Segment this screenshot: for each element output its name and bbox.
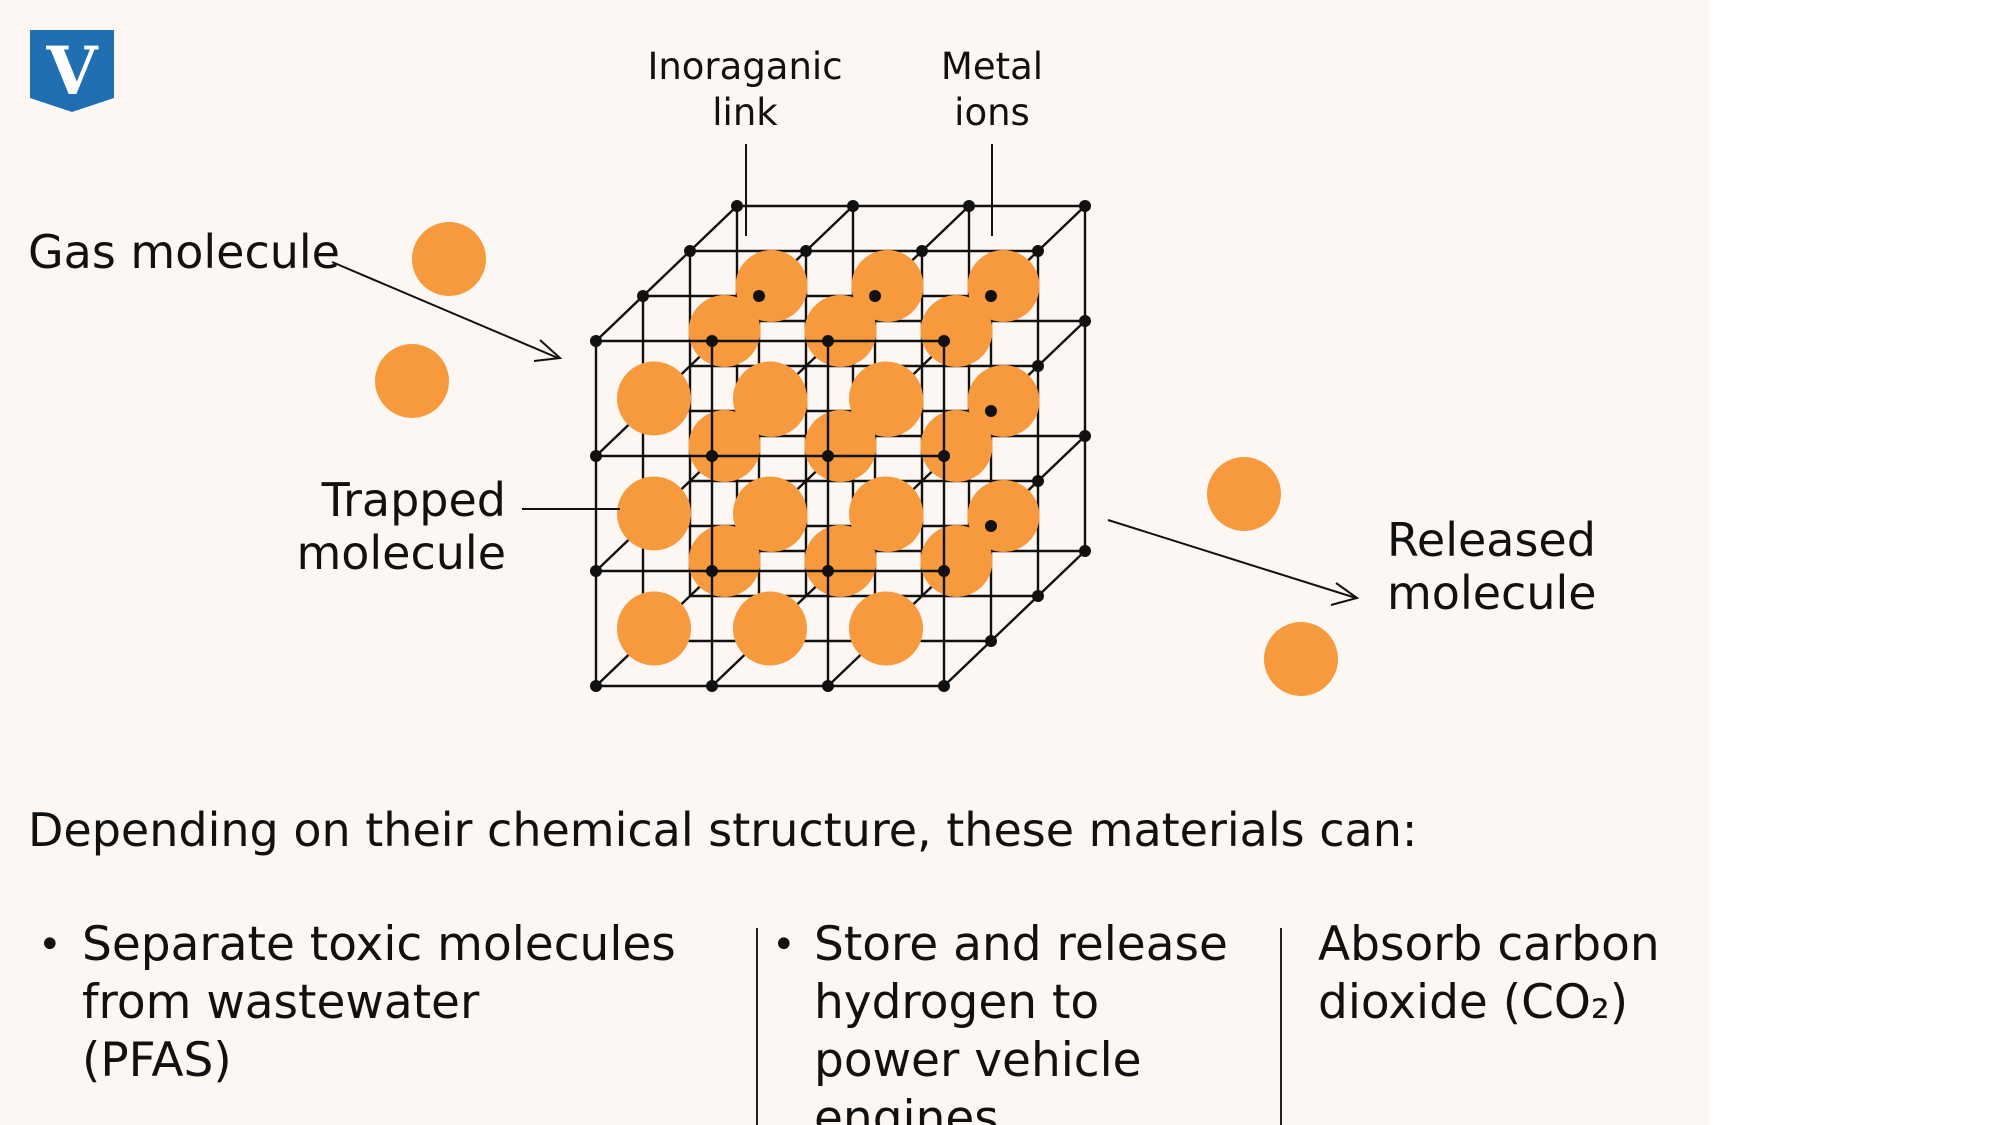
label-released-molecule: Released molecule — [1387, 513, 1597, 620]
metal-ion-node — [869, 290, 881, 302]
metal-ion-node — [590, 450, 602, 462]
released-molecule-arrow — [1107, 519, 1357, 599]
metal-ion-node — [1032, 590, 1044, 602]
trapped-molecule — [733, 361, 807, 436]
metal-ion-node — [985, 405, 997, 417]
metal-ion-node — [822, 335, 834, 347]
metal-ion-node — [963, 200, 975, 212]
label-gas-molecule: Gas molecule — [28, 225, 340, 279]
metal-ion-node — [590, 565, 602, 577]
lead-text: Depending on their chemical structure, t… — [28, 803, 1418, 857]
released-molecule-2 — [1264, 622, 1338, 696]
trapped-molecule — [735, 250, 808, 322]
metal-ion-node — [1079, 545, 1091, 557]
trapped-molecule — [733, 476, 807, 551]
metal-ion-node — [1032, 360, 1044, 372]
metal-ion-node — [684, 245, 696, 257]
metal-ion-node — [822, 450, 834, 462]
trapped-molecule — [733, 591, 807, 666]
trapped-molecule — [849, 591, 923, 666]
metal-ion-node — [1079, 315, 1091, 327]
mof-lattice-diagram — [331, 144, 1360, 696]
gas-molecule-1 — [412, 222, 486, 296]
metal-ion-node — [590, 680, 602, 692]
metal-ion-node — [985, 635, 997, 647]
use-2-text: Store and release hydrogen to power vehi… — [814, 917, 1228, 1125]
metal-ion-node — [637, 290, 649, 302]
trapped-molecule — [920, 295, 993, 367]
use-1-text: Separate toxic molecules from wastewater… — [82, 917, 676, 1088]
trapped-molecule — [688, 525, 761, 597]
metal-ion-node — [706, 450, 718, 462]
metal-ion-node — [916, 245, 928, 257]
metal-ion-node — [800, 245, 812, 257]
metal-ion-node — [1032, 475, 1044, 487]
trapped-molecule — [849, 476, 923, 551]
trapped-molecule — [920, 410, 993, 482]
label-trapped-molecule: Trapped molecule — [296, 473, 506, 580]
metal-ion-node — [706, 680, 718, 692]
gas-molecule-arrow — [331, 261, 559, 359]
trapped-molecule — [617, 476, 691, 551]
trapped-molecule — [967, 250, 1040, 322]
trapped-molecule — [617, 591, 691, 666]
metal-ion-node — [1079, 200, 1091, 212]
label-metal-ions: Metal ions — [940, 45, 1044, 134]
metal-ion-node — [985, 290, 997, 302]
lattice-link — [595, 205, 738, 342]
metal-ion-node — [822, 680, 834, 692]
metal-ion-node — [938, 680, 950, 692]
metal-ion-node — [753, 290, 765, 302]
gas-molecule-2 — [375, 344, 449, 418]
trapped-molecule — [804, 295, 877, 367]
trapped-molecule — [688, 410, 761, 482]
metal-ion-node — [938, 335, 950, 347]
metal-ion-node — [590, 335, 602, 347]
use-2-bullet: • — [772, 922, 796, 968]
lattice-nodes — [590, 200, 1091, 692]
gas-molecule-arrowhead — [533, 339, 563, 362]
trapped-molecule — [617, 361, 691, 436]
trapped-molecule — [967, 480, 1040, 552]
logo-letter: V — [45, 32, 99, 110]
column-divider-2 — [1280, 928, 1282, 1125]
lattice-link — [943, 550, 1086, 687]
metal-ion-node — [938, 565, 950, 577]
metal-ion-node — [985, 520, 997, 532]
metal-ion-node — [1032, 245, 1044, 257]
trapped-molecule — [967, 365, 1040, 437]
metal-ion-node — [822, 565, 834, 577]
trapped-molecule — [804, 410, 877, 482]
trapped-molecule — [849, 361, 923, 436]
logo-shield-icon: V — [30, 30, 114, 112]
trapped-molecule — [920, 525, 993, 597]
released-molecule-1 — [1207, 457, 1281, 531]
trapped-molecule — [804, 525, 877, 597]
metal-ion-node — [706, 565, 718, 577]
label-inorganic-link: Inoraganic link — [647, 45, 843, 134]
metal-ion-node — [847, 200, 859, 212]
use-1-bullet: • — [38, 922, 62, 968]
metal-ion-node — [1079, 430, 1091, 442]
use-3-text: Absorb carbon dioxide (CO₂) — [1318, 917, 1660, 1030]
metal-ion-node — [731, 200, 743, 212]
metal-ion-node — [938, 450, 950, 462]
trapped-molecule — [688, 295, 761, 367]
metal-ion-node — [706, 335, 718, 347]
trapped-molecules — [617, 250, 1040, 666]
released-molecule-arrowhead — [1330, 582, 1360, 606]
trapped-molecule — [851, 250, 924, 322]
lattice-front-layer — [594, 339, 946, 688]
diagram-panel: V Inoraganic link Metal ions Gas molecul… — [0, 0, 1710, 1125]
column-divider-1 — [756, 928, 758, 1125]
